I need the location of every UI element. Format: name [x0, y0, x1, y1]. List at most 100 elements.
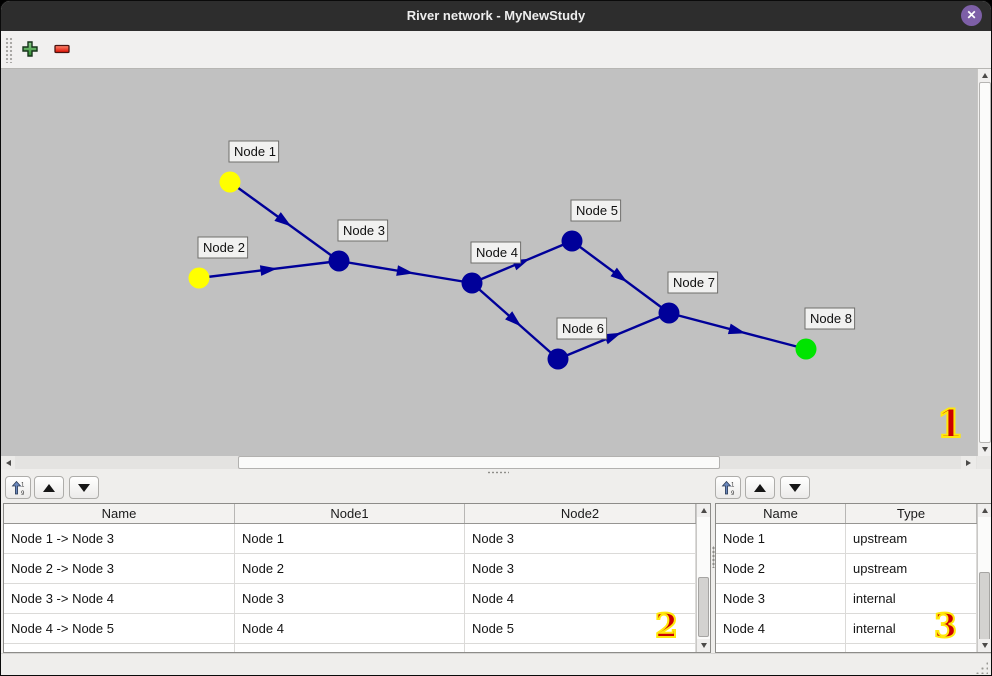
table-cell[interactable]: Node 2 [716, 554, 846, 583]
edge-arrow-icon [603, 332, 622, 345]
column-header-name[interactable]: Name [4, 504, 235, 523]
table-cell[interactable] [716, 644, 846, 652]
canvas-vertical-scrollbar[interactable] [977, 69, 991, 456]
table-cell[interactable]: Node 5 [465, 614, 696, 643]
horizontal-splitter[interactable] [1, 469, 991, 475]
close-button[interactable]: ✕ [961, 5, 982, 26]
up-arrow-icon [982, 73, 988, 78]
scroll-thumb[interactable] [979, 572, 990, 644]
scroll-down-button[interactable] [978, 639, 991, 652]
node-n7[interactable] [658, 302, 680, 324]
down-triangle-icon [78, 483, 90, 492]
table-cell[interactable]: Node 2 -> Node 3 [4, 554, 235, 583]
title-bar[interactable]: River network - MyNewStudy ✕ [1, 1, 991, 31]
node-n4[interactable] [461, 272, 483, 294]
canvas-horizontal-scrollbar[interactable] [1, 456, 977, 469]
scroll-up-button[interactable] [697, 504, 710, 517]
nodes-move-up-button[interactable] [745, 476, 775, 499]
svg-text:9: 9 [21, 491, 25, 496]
callout-2: 2 [654, 606, 679, 645]
node-n5[interactable] [561, 230, 583, 252]
nodes-sort-button[interactable]: 1 9 [715, 476, 741, 499]
node-label-box [470, 241, 522, 264]
remove-node-button[interactable] [53, 40, 71, 58]
add-node-button[interactable] [21, 40, 39, 58]
table-cell[interactable]: Node 3 [716, 584, 846, 613]
node-n2[interactable] [188, 267, 210, 289]
table-cell[interactable]: internal [846, 584, 977, 613]
node-label: Node 8 [810, 311, 852, 326]
nodes-move-down-button[interactable] [780, 476, 810, 499]
horizontal-scroll-thumb[interactable] [238, 456, 720, 469]
table-cell[interactable] [846, 644, 977, 652]
edge-arrow-icon [274, 212, 292, 227]
table-cell[interactable]: Node 4 -> Node 5 [4, 614, 235, 643]
nodes-table-scrollbar[interactable] [977, 504, 991, 652]
node-label: Node 6 [562, 321, 604, 336]
table-cell[interactable] [4, 644, 235, 652]
table-cell[interactable]: Node 4 [235, 614, 465, 643]
reaches-move-down-button[interactable] [69, 476, 99, 499]
resize-grip[interactable] [975, 661, 988, 674]
callout-3: 3 [933, 606, 958, 645]
table-cell[interactable]: Node 3 [465, 524, 696, 553]
edge-arrow-icon [259, 265, 278, 276]
table-cell[interactable]: Node 3 [235, 584, 465, 613]
node-n8[interactable] [795, 338, 817, 360]
column-header-node2[interactable]: Node2 [465, 504, 696, 523]
table-row-empty[interactable] [4, 644, 696, 652]
node-n1[interactable] [219, 171, 241, 193]
scroll-down-button[interactable] [697, 639, 710, 652]
scroll-left-button[interactable] [1, 456, 15, 469]
table-cell[interactable]: Node 1 -> Node 3 [4, 524, 235, 553]
reaches-table-scrollbar[interactable] [696, 504, 710, 652]
table-cell[interactable]: Node 2 [235, 554, 465, 583]
scroll-thumb[interactable] [698, 577, 709, 637]
node-label-box [804, 307, 856, 330]
vertical-splitter[interactable] [711, 475, 715, 653]
table-cell[interactable]: Node 1 [235, 524, 465, 553]
down-arrow-icon [700, 643, 707, 648]
scrollbar-corner [977, 456, 991, 469]
table-cell[interactable]: internal [846, 614, 977, 643]
window-title: River network - MyNewStudy [406, 8, 586, 23]
scroll-right-button[interactable] [961, 456, 976, 469]
table-cell[interactable]: Node 4 [465, 584, 696, 613]
table-cell[interactable]: upstream [846, 524, 977, 553]
table-cell[interactable]: Node 1 [716, 524, 846, 553]
node-n6[interactable] [547, 348, 569, 370]
table-cell[interactable]: upstream [846, 554, 977, 583]
table-cell[interactable] [465, 644, 696, 652]
table-cell[interactable]: Node 4 [716, 614, 846, 643]
scroll-down-button[interactable] [978, 443, 991, 456]
svg-text:9: 9 [731, 491, 735, 496]
node-n3[interactable] [328, 250, 350, 272]
column-header-node1[interactable]: Node1 [235, 504, 465, 523]
table-cell[interactable]: Node 3 -> Node 4 [4, 584, 235, 613]
column-header-type[interactable]: Type [846, 504, 977, 523]
table-cell[interactable] [235, 644, 465, 652]
edge-arrow-icon [610, 267, 628, 283]
column-header-name[interactable]: Name [716, 504, 846, 523]
scroll-up-button[interactable] [978, 504, 991, 517]
table-row-empty[interactable] [716, 644, 977, 652]
reaches-sort-button[interactable]: 1 9 [5, 476, 31, 499]
vertical-scroll-thumb[interactable] [979, 82, 991, 443]
scroll-up-button[interactable] [978, 69, 991, 82]
reaches-move-up-button[interactable] [34, 476, 64, 499]
table-cell[interactable]: Node 3 [465, 554, 696, 583]
toolbar-drag-handle[interactable] [5, 37, 13, 63]
